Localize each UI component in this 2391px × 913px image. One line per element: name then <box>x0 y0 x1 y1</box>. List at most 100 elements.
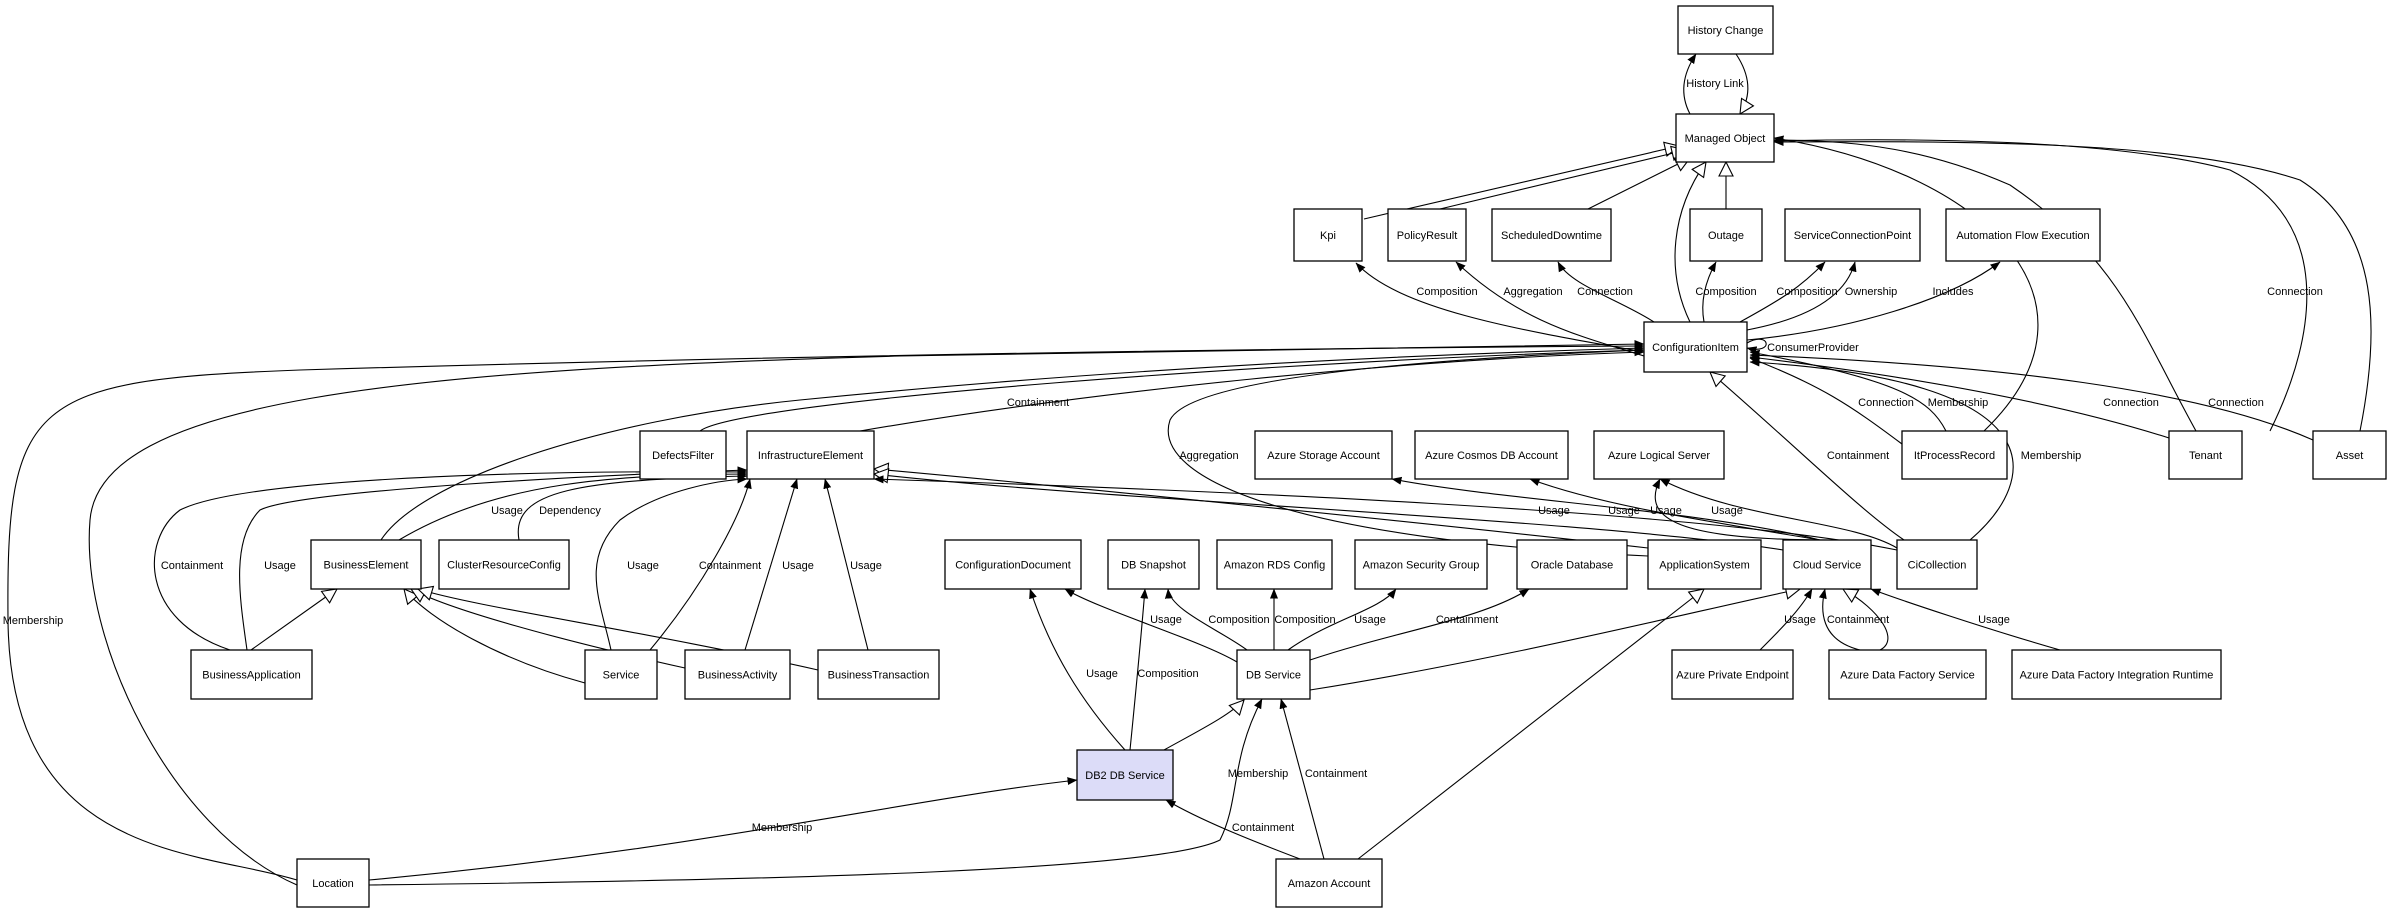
node-location[interactable]: Location <box>296 858 370 908</box>
edge-configuration-item-to-outage <box>1702 261 1717 323</box>
node-cluster-resource-config[interactable]: ClusterResourceConfig <box>438 539 570 590</box>
edge-tenant-to-managed-object <box>1773 136 2197 432</box>
node-label-amazon-rds-config: Amazon RDS Config <box>1224 560 1326 572</box>
edge-business-application-to-infrastructure-element <box>153 467 748 651</box>
node-kpi[interactable]: Kpi <box>1293 208 1363 262</box>
node-box-kpi <box>1293 208 1363 262</box>
node-label-oracle-database: Oracle Database <box>1531 560 1614 572</box>
node-ci-collection[interactable]: CiCollection <box>1896 539 1978 590</box>
node-box-business-application <box>190 649 313 700</box>
node-box-managed-object <box>1675 113 1775 163</box>
node-business-application[interactable]: BusinessApplication <box>190 649 313 700</box>
edge-label-e28: Containment <box>1827 450 1889 462</box>
node-db-service[interactable]: DB Service <box>1236 649 1311 700</box>
edge-kpi-to-managed-object <box>1363 146 1679 220</box>
edge-business-element-to-configuration-item <box>380 344 1645 541</box>
node-label-amazon-security-group: Amazon Security Group <box>1363 560 1480 572</box>
edge-business-activity-to-infrastructure-element <box>744 478 799 651</box>
node-cloud-service[interactable]: Cloud Service <box>1782 539 1872 590</box>
node-policy-result[interactable]: PolicyResult <box>1387 208 1467 262</box>
edge-label-e61: Containment <box>1827 614 1889 626</box>
node-db2-db-service[interactable]: DB2 DB Service <box>1076 749 1174 801</box>
node-label-db2-db-service: DB2 DB Service <box>1085 770 1164 782</box>
node-azure-private-endpoint[interactable]: Azure Private Endpoint <box>1671 649 1794 700</box>
node-asset[interactable]: Asset <box>2312 430 2387 480</box>
node-azure-cosmos-db-account[interactable]: Azure Cosmos DB Account <box>1414 430 1569 480</box>
node-box-service <box>584 649 658 700</box>
edge-label-e01: History Link <box>1686 78 1744 90</box>
node-amazon-rds-config[interactable]: Amazon RDS Config <box>1216 539 1333 590</box>
edge-business-application-to-business-element <box>250 589 337 651</box>
edge-label-e39: Usage <box>850 560 882 572</box>
node-label-business-activity: BusinessActivity <box>698 670 778 682</box>
node-azure-logical-server[interactable]: Azure Logical Server <box>1593 430 1725 480</box>
node-business-element[interactable]: BusinessElement <box>310 539 422 590</box>
edge-it-process-record-to-configuration-item <box>1749 357 1903 445</box>
edge-scheduled-downtime-to-managed-object <box>1587 158 1690 210</box>
node-history-change[interactable]: History Change <box>1677 5 1774 55</box>
edge-label-e58: Composition <box>1137 668 1198 680</box>
node-configuration-document[interactable]: ConfigurationDocument <box>944 539 1082 590</box>
node-label-tenant: Tenant <box>2189 450 2222 462</box>
edge-configuration-item-to-managed-object <box>1674 162 1706 323</box>
edge-azure-data-factory-service-to-cloud-service <box>1843 589 1889 651</box>
node-box-defects-filter <box>639 430 727 480</box>
node-azure-storage-account[interactable]: Azure Storage Account <box>1254 430 1393 480</box>
node-automation-flow-execution[interactable]: Automation Flow Execution <box>1945 208 2101 262</box>
edge-label-e55: Containment <box>1436 614 1498 626</box>
node-infrastructure-element[interactable]: InfrastructureElement <box>746 430 875 480</box>
edge-cloud-service-to-azure-storage-account <box>1391 476 1821 541</box>
node-business-activity[interactable]: BusinessActivity <box>684 649 791 700</box>
node-defects-filter[interactable]: DefectsFilter <box>639 430 727 480</box>
edge-label-e44: Usage <box>1608 505 1640 517</box>
node-tenant[interactable]: Tenant <box>2168 430 2243 480</box>
node-outage[interactable]: Outage <box>1689 208 1763 262</box>
node-box-business-transaction <box>817 649 940 700</box>
node-box-amazon-rds-config <box>1216 539 1333 590</box>
node-label-amazon-account: Amazon Account <box>1288 878 1371 890</box>
edge-business-application-to-infrastructure-element <box>239 466 748 651</box>
node-label-policy-result: PolicyResult <box>1397 230 1458 242</box>
node-box-cluster-resource-config <box>438 539 570 590</box>
edge-label-e45: Usage <box>1650 505 1682 517</box>
node-box-history-change <box>1677 5 1774 55</box>
edge-service-to-infrastructure-element <box>649 478 752 651</box>
node-db-snapshot[interactable]: DB Snapshot <box>1107 539 1200 590</box>
edge-label-e65: Containment <box>1305 768 1367 780</box>
node-oracle-database[interactable]: Oracle Database <box>1516 539 1628 590</box>
node-configuration-item[interactable]: ConfigurationItem <box>1643 321 1748 373</box>
edge-cloud-service-to-infrastructure-element <box>874 474 1784 551</box>
node-label-business-element: BusinessElement <box>324 560 409 572</box>
edge-label-e26: Connection <box>2103 397 2159 409</box>
node-service-connection-point[interactable]: ServiceConnectionPoint <box>1784 208 1921 262</box>
edge-configuration-item-to-policy-result <box>1455 261 1645 357</box>
node-box-cloud-service <box>1782 539 1872 590</box>
node-azure-data-factory-service[interactable]: Azure Data Factory Service <box>1828 649 1987 700</box>
node-label-azure-storage-account: Azure Storage Account <box>1267 450 1380 462</box>
node-business-transaction[interactable]: BusinessTransaction <box>817 649 940 700</box>
node-scheduled-downtime[interactable]: ScheduledDowntime <box>1491 208 1612 262</box>
edge-label-e33: Dependency <box>539 505 601 517</box>
edge-db-service-to-cloud-service <box>1309 589 1800 691</box>
node-azure-data-factory-integration-runtime[interactable]: Azure Data Factory Integration Runtime <box>2011 649 2222 700</box>
node-amazon-security-group[interactable]: Amazon Security Group <box>1354 539 1488 590</box>
edge-label-e52: Composition <box>1208 614 1269 626</box>
edge-db2-db-service-to-db-snapshot <box>1129 588 1149 751</box>
edge-asset-to-configuration-item <box>1749 351 2314 441</box>
edge-cloud-service-to-azure-cosmos-db-account <box>1529 478 1821 541</box>
edge-label-e27: Connection <box>2208 397 2264 409</box>
edge-label-e68: Membership <box>1228 768 1289 780</box>
node-application-system[interactable]: ApplicationSystem <box>1647 539 1762 590</box>
node-it-process-record[interactable]: ItProcessRecord <box>1901 430 2008 480</box>
edge-service-to-business-element <box>404 589 586 684</box>
edge-label-e13: Aggregation <box>1503 286 1562 298</box>
node-label-managed-object: Managed Object <box>1685 133 1766 145</box>
edge-configuration-item-to-configuration-item <box>1746 338 1767 355</box>
node-box-amazon-security-group <box>1354 539 1488 590</box>
edge-label-e57: Usage <box>1086 668 1118 680</box>
node-amazon-account[interactable]: Amazon Account <box>1275 858 1383 908</box>
edge-db-service-to-amazon-security-group <box>1287 588 1397 651</box>
edge-location-to-configuration-item <box>7 342 1645 881</box>
node-service[interactable]: Service <box>584 649 658 700</box>
node-managed-object[interactable]: Managed Object <box>1675 113 1775 163</box>
